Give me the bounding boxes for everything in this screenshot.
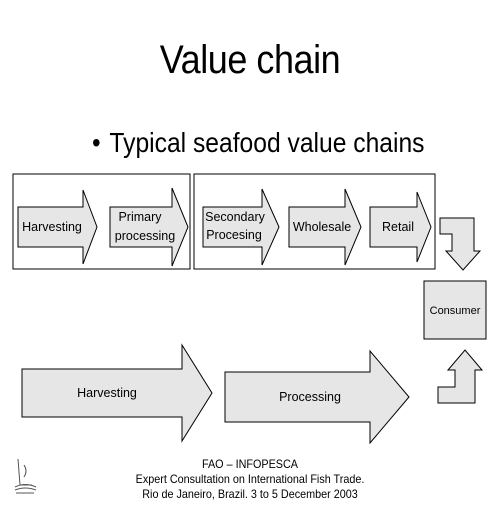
- label-primary-line2: processing: [115, 229, 175, 243]
- bullet-text: Typical seafood value chains: [109, 127, 425, 158]
- bullet-dot: •: [92, 127, 101, 158]
- fao-logo-icon: [14, 458, 37, 494]
- footer: FAO – INFOPESCA Expert Consultation on I…: [133, 457, 367, 502]
- arrow-secondary-processing: [202, 188, 280, 266]
- footer-org: FAO – INFOPESCA: [201, 457, 299, 471]
- arrow-primary-processing: [109, 187, 189, 267]
- upper-chain-group1-box: [12, 173, 191, 270]
- label-secondary-line1: Secondary: [205, 210, 266, 224]
- arrow-harvesting-bottom: [21, 343, 213, 443]
- bullet-point: • Typical seafood value chains: [92, 127, 424, 159]
- label-harvesting-bottom: Harvesting: [77, 386, 137, 400]
- arrow-harvesting-top: [17, 189, 98, 265]
- bent-arrow-down: [439, 217, 482, 271]
- label-wholesale: Wholesale: [293, 220, 351, 234]
- bent-arrow-up: [437, 349, 484, 404]
- footer-location-date: Rio de Janeiro, Brazil. 3 to 5 December …: [142, 487, 358, 501]
- arrow-retail: [369, 191, 432, 263]
- label-primary-line1: Primary: [118, 210, 162, 224]
- label-retail: Retail: [382, 220, 414, 234]
- label-processing-bottom: Processing: [279, 390, 341, 404]
- label-secondary-line2: Procesing: [206, 228, 262, 242]
- footer-event: Expert Consultation on International Fis…: [135, 472, 365, 486]
- upper-chain-group2-box: [193, 173, 436, 270]
- consumer-box: [423, 280, 487, 340]
- arrow-processing-bottom: [224, 349, 410, 445]
- label-harvesting-top: Harvesting: [22, 220, 82, 234]
- arrow-wholesale: [288, 188, 362, 266]
- label-consumer: Consumer: [430, 305, 481, 317]
- slide-title: Value chain: [159, 38, 341, 82]
